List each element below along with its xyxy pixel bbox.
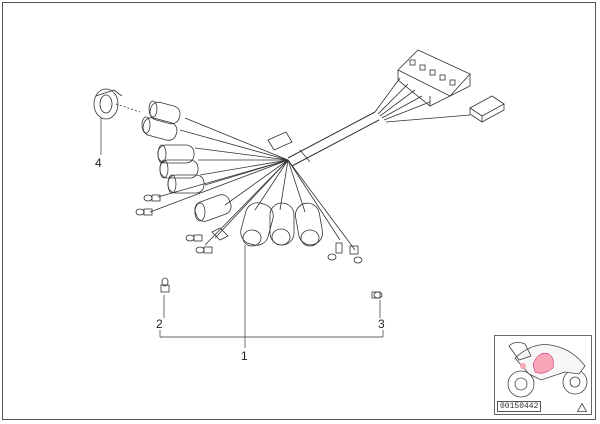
warning-triangle-icon xyxy=(577,403,587,412)
indicator-sockets xyxy=(240,202,323,247)
diagram-id-label: 00150442 xyxy=(497,401,542,412)
multi-pin-connector xyxy=(397,49,471,107)
callout-3: 3 xyxy=(378,317,385,331)
callout-2: 2 xyxy=(156,317,163,331)
small-bulbs-right xyxy=(327,242,363,264)
callout-4: 4 xyxy=(95,156,102,170)
bulb-part-3 xyxy=(371,291,383,299)
small-connector xyxy=(469,95,505,123)
main-trunk xyxy=(267,77,471,167)
small-bulbs-left xyxy=(135,194,229,254)
motorcycle-thumbnail-icon xyxy=(507,342,588,398)
bulb-sockets xyxy=(141,100,232,222)
bulb-part-2 xyxy=(160,277,170,293)
motorcycle-thumbnail: 00150442 xyxy=(494,335,592,415)
leader-lines xyxy=(100,118,384,348)
harness-wires xyxy=(149,117,356,251)
callout-1: 1 xyxy=(241,349,248,363)
grommet-ring xyxy=(93,88,141,120)
